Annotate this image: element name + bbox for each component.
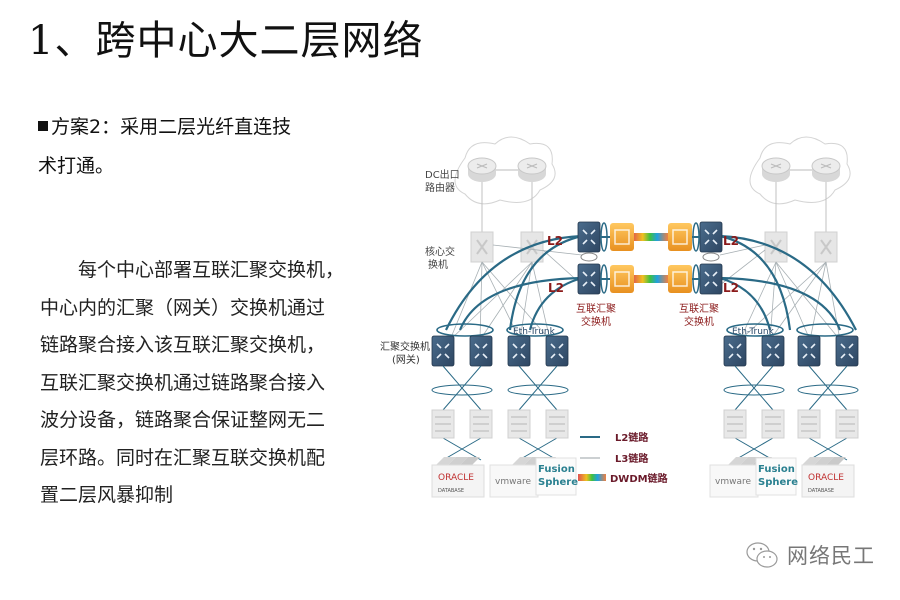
svg-text:L2: L2 <box>723 234 739 248</box>
paragraph-line: 互联汇聚交换机通过链路聚合接入 <box>40 371 326 394</box>
paragraph-line: 波分设备，链路聚合保证整网无二 <box>40 409 326 431</box>
right-cloud <box>749 136 851 205</box>
svg-text:Eth-Trunk: Eth-Trunk <box>513 327 556 337</box>
fusionsphere-logo-left: Fusion Sphere <box>535 457 578 496</box>
bullet-text-line1: 方案2：采用二层光纤直连技 <box>51 116 292 138</box>
legend: L2链路 L3链路 DWDM链路 <box>578 431 669 485</box>
svg-text:L2: L2 <box>548 281 564 295</box>
svg-text:路由器: 路由器 <box>425 181 455 194</box>
svg-text:DATABASE: DATABASE <box>438 488 464 494</box>
svg-text:vmware: vmware <box>495 477 531 487</box>
wechat-icon <box>746 542 778 568</box>
svg-text:交换机: 交换机 <box>581 315 611 328</box>
svg-text:互联汇聚: 互联汇聚 <box>679 302 719 315</box>
bullet-square-icon <box>38 121 48 131</box>
paragraph-line: 链路聚合接入该互联汇聚交换机， <box>40 334 326 356</box>
oracle-logo-right: ORACLE DATABASE <box>801 464 855 498</box>
svg-text:汇聚交换机: 汇聚交换机 <box>380 340 430 353</box>
svg-text:L2链路: L2链路 <box>615 431 649 444</box>
svg-text:核心交: 核心交 <box>425 245 455 258</box>
svg-text:Fusion: Fusion <box>538 464 575 475</box>
svg-text:Sphere: Sphere <box>538 477 578 488</box>
svg-text:交换机: 交换机 <box>684 315 714 328</box>
svg-text:换机: 换机 <box>428 258 448 271</box>
svg-text:DWDM链路: DWDM链路 <box>610 472 669 485</box>
svg-text:Sphere: Sphere <box>758 477 798 488</box>
description-paragraph: 每个中心部署互联汇聚交换机， 中心内的汇聚（网关）交换机通过 链路聚合接入该互联… <box>40 252 345 515</box>
svg-text:L3链路: L3链路 <box>615 452 649 465</box>
watermark-text: 网络民工 <box>787 544 875 568</box>
watermark: 网络民工 <box>745 540 875 570</box>
fusionsphere-logo-right: Fusion Sphere <box>755 457 798 496</box>
paragraph-line: 每个中心部署互联汇聚交换机， <box>78 259 345 281</box>
svg-text:互联汇聚: 互联汇聚 <box>576 302 616 315</box>
paragraph-line: 中心内的汇聚（网关）交换机通过 <box>40 296 326 319</box>
svg-text:ORACLE: ORACLE <box>808 473 844 483</box>
bullet-point: 方案2：采用二层光纤直连技 <box>38 112 291 139</box>
svg-text:L2: L2 <box>723 281 739 295</box>
svg-text:vmware: vmware <box>715 477 751 487</box>
svg-text:DATABASE: DATABASE <box>808 488 834 494</box>
network-diagram: L2 L2 L2 L2 互联汇聚 交换机 互联汇聚 交换机 DC出口 路由器 核… <box>370 130 880 510</box>
left-cloud <box>454 136 556 205</box>
svg-text:L2: L2 <box>547 234 563 248</box>
paragraph-line: 层环路。同时在汇聚互联交换机配 <box>40 446 326 469</box>
svg-text:Fusion: Fusion <box>758 464 795 475</box>
bullet-text-line2: 术打通。 <box>38 155 115 177</box>
oracle-logo-left: ORACLE DATABASE <box>431 464 485 498</box>
svg-text:Eth-Trunk: Eth-Trunk <box>732 327 775 337</box>
svg-text:ORACLE: ORACLE <box>438 473 474 483</box>
paragraph-line: 置二层风暴抑制 <box>40 484 174 506</box>
svg-text:(网关): (网关) <box>392 353 420 366</box>
vmware-logo-right: vmware <box>709 464 759 498</box>
vmware-logo-left: vmware <box>489 464 539 498</box>
page-title: 1、跨中心大二层网络 <box>28 18 424 64</box>
svg-text:DC出口: DC出口 <box>425 168 460 181</box>
